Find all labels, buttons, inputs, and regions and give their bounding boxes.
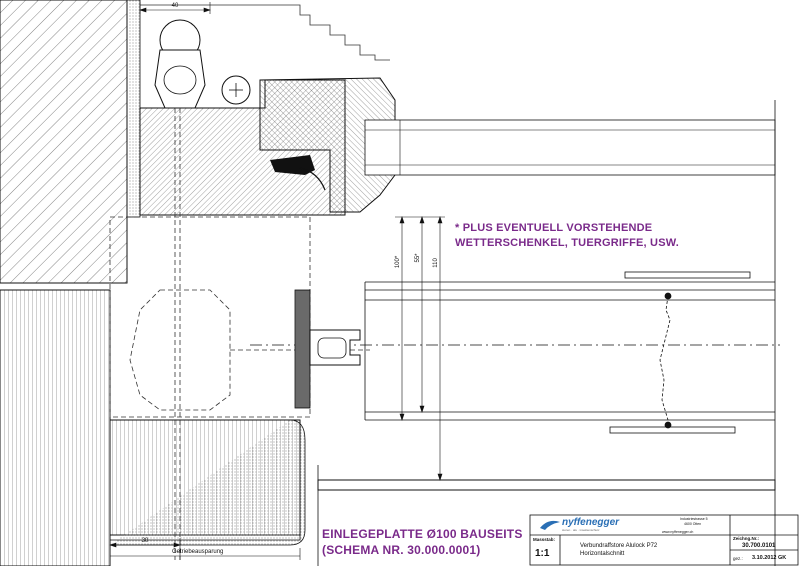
top-outline [139, 0, 390, 61]
drawing-title-2: Horizontalschnitt [580, 551, 625, 557]
dim-vertical [395, 216, 445, 481]
plate-label-line-2: (SCHEMA NR. 30.000.0001) [322, 543, 481, 557]
company-address-1: Industriestrasse 5 [680, 517, 708, 521]
drawing-title-1: Verbundraffstore Alulock P72 [580, 543, 658, 549]
dim-30-label: 30 [142, 538, 149, 544]
note-line-1: * PLUS EVENTUELL VORSTEHENDE [455, 222, 653, 234]
dim-getriebe-label: Getriebeausparung [172, 549, 223, 555]
slat-rail [250, 100, 780, 566]
window-frame [139, 77, 776, 216]
brand-logo-icon [540, 520, 560, 530]
dim-40 [139, 2, 211, 14]
crank-bearing [154, 19, 251, 109]
dim-30 [109, 538, 301, 560]
date-label: gez.: [733, 556, 743, 561]
dim-55-label: 55* [415, 253, 421, 263]
company-website: www.nyffenegger.ch [662, 530, 694, 534]
scale-label: Massstab: [533, 537, 556, 542]
guide-profile [294, 289, 361, 409]
note-line-2: WETTERSCHENKEL, TUERGRIFFE, USW. [455, 237, 679, 249]
wall-lower [0, 289, 306, 566]
wall-upper [0, 0, 141, 284]
dim-100-label: 100* [395, 255, 401, 268]
plate-label-line-1: EINLEGEPLATTE Ø100 BAUSEITS [322, 527, 523, 541]
bottom-plate [317, 465, 776, 566]
drawing-number-label: Zeichng.Nr.: [733, 536, 760, 541]
drawing-number: 30.700.0101 [742, 543, 776, 549]
scale-value: 1:1 [535, 548, 550, 559]
company-subtitle: storen · alu · insektenschutz [562, 528, 600, 532]
company-name: nyffenegger [562, 517, 620, 528]
title-block-frame [529, 514, 799, 566]
company-address-2: 4600 Olten [684, 522, 702, 526]
dim-40-label: 40 [172, 3, 179, 9]
date-value: 3.10.2012 GK [752, 555, 787, 561]
dim-110-label: 110 [433, 258, 439, 268]
